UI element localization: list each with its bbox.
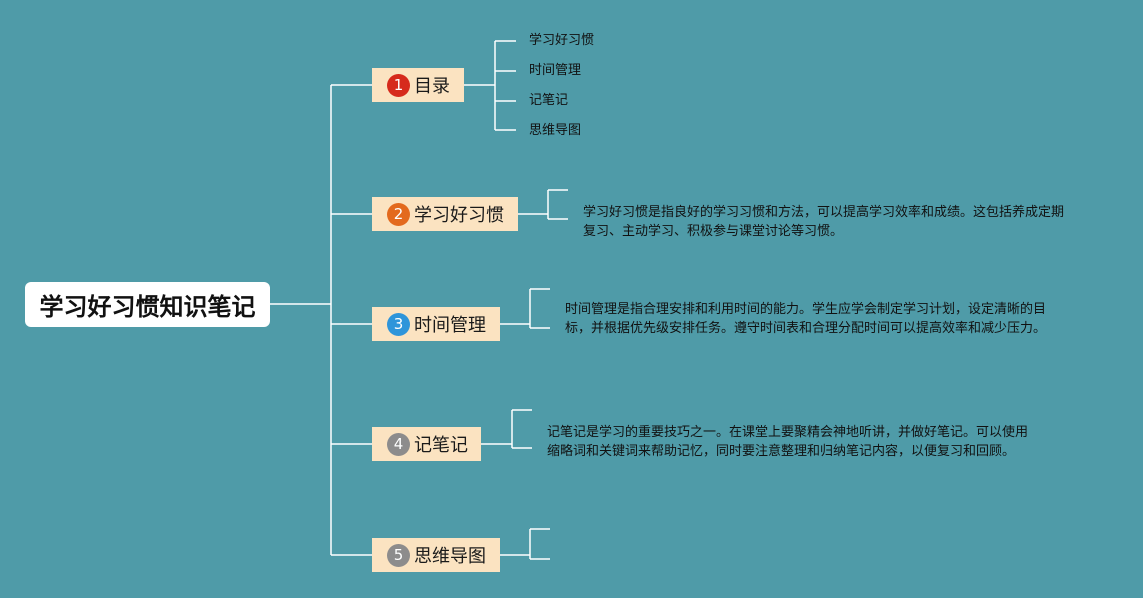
number-badge-icon: 1 — [387, 73, 410, 97]
description-time-management: 时间管理是指合理安排和利用时间的能力。学生应学会制定学习计划，设定清晰的目标，并… — [565, 302, 1047, 336]
root-title: 学习好习惯知识笔记 — [39, 293, 256, 321]
topic-node-time-management[interactable]: 3 时间管理 — [372, 307, 500, 341]
topic-node-study-habits[interactable]: 2 学习好习惯 — [372, 197, 518, 231]
topic-label: 目录 — [414, 76, 450, 97]
topic-label: 学习好习惯 — [414, 205, 504, 226]
badge-number: 2 — [393, 205, 404, 223]
toc-item-note-taking[interactable]: 记笔记 — [529, 93, 569, 108]
badge-number: 5 — [393, 546, 404, 564]
number-badge-icon: 2 — [387, 202, 410, 226]
topic-node-table-of-contents[interactable]: 1 目录 — [372, 68, 464, 102]
number-badge-icon: 3 — [387, 312, 410, 336]
toc-item-mind-map[interactable]: 思维导图 — [529, 123, 582, 138]
badge-number: 3 — [393, 315, 404, 333]
topic-label: 思维导图 — [414, 546, 486, 567]
description-note-taking: 记笔记是学习的重要技巧之一。在课堂上要聚精会神地听讲，并做好笔记。可以使用缩略词… — [547, 425, 1029, 459]
number-badge-icon: 5 — [387, 543, 410, 567]
topic-label: 记笔记 — [414, 435, 468, 456]
toc-item-study-habits[interactable]: 学习好习惯 — [529, 33, 595, 48]
topic-node-note-taking[interactable]: 4 记笔记 — [372, 427, 481, 461]
toc-item-time-management[interactable]: 时间管理 — [529, 63, 582, 78]
description-study-habits: 学习好习惯是指良好的学习习惯和方法，可以提高学习效率和成绩。这包括养成定期复习、… — [583, 205, 1065, 239]
topic-label: 时间管理 — [414, 315, 486, 336]
root-node[interactable]: 学习好习惯知识笔记 — [25, 282, 270, 327]
badge-number: 4 — [393, 435, 404, 453]
topic-node-mind-map[interactable]: 5 思维导图 — [372, 538, 500, 572]
number-badge-icon: 4 — [387, 432, 410, 456]
badge-number: 1 — [393, 76, 404, 94]
